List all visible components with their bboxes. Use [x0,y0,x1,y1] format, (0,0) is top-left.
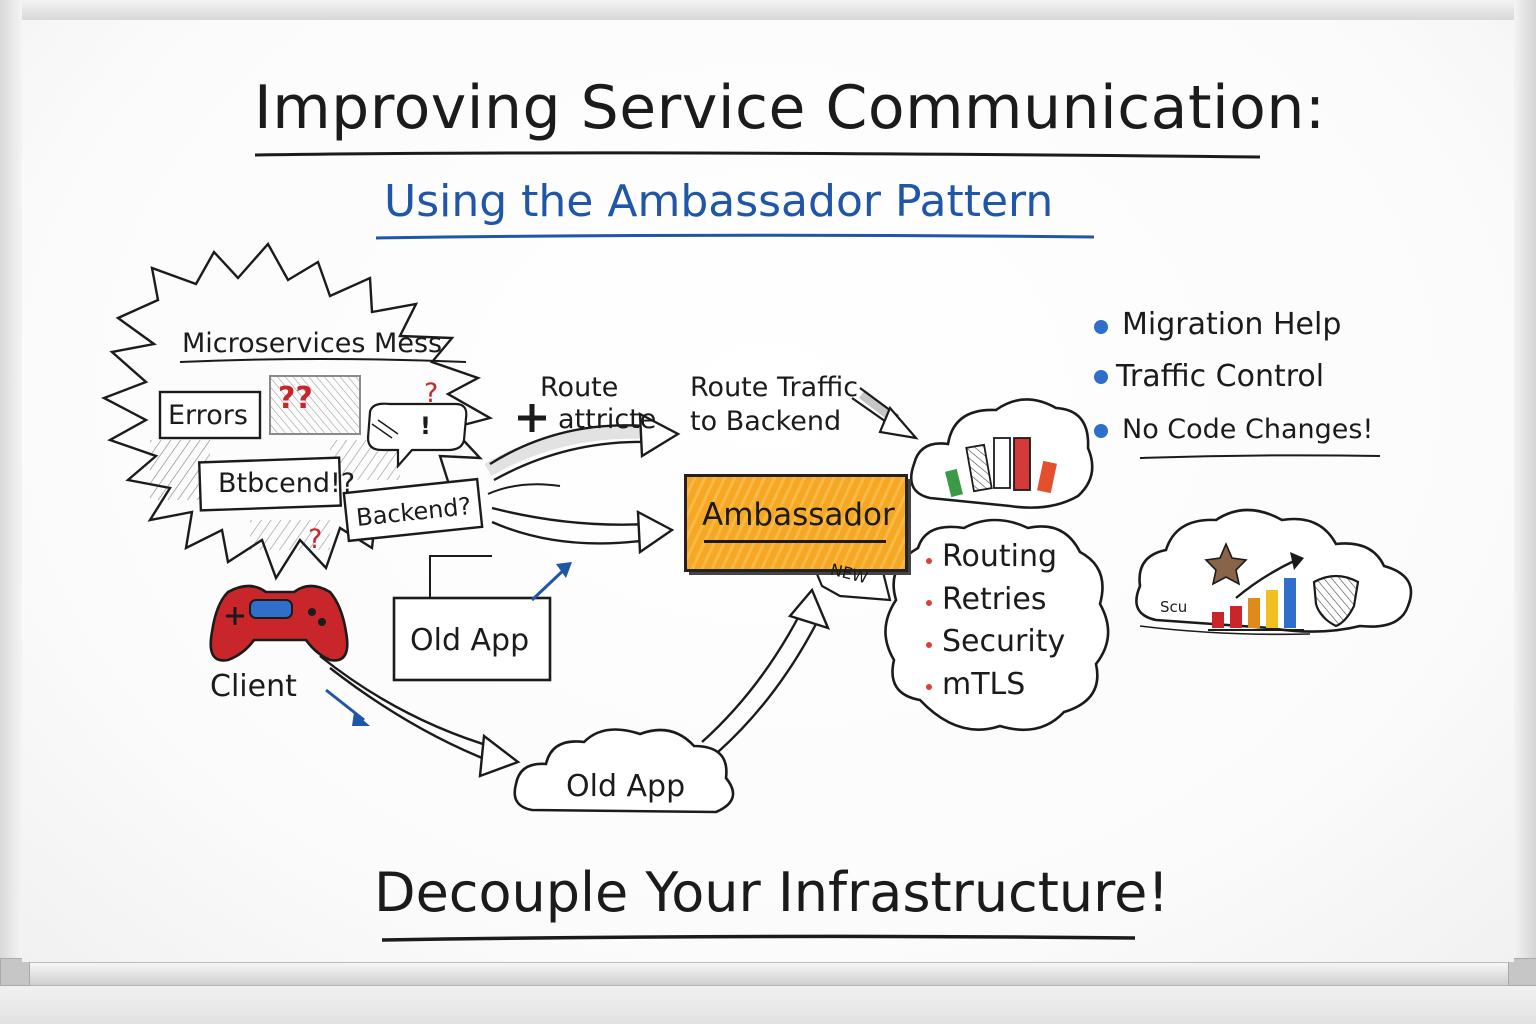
benefit-bullet [1094,370,1108,384]
route-label-line1: Route [540,374,618,401]
benefit-migration: Migration Help [1122,310,1341,340]
gamepad-icon [211,586,348,660]
page-subtitle: Using the Ambassador Pattern [384,180,1053,224]
mess-heading: Microservices Mess [182,330,442,357]
benefit-bullet [1094,424,1108,438]
feature-mtls: mTLS [942,670,1025,700]
page-title: Improving Service Communication: [254,78,1326,138]
old-app-box-label: Old App [410,626,529,656]
route-label-line2: attricte [558,406,656,433]
client-label: Client [210,672,297,702]
feature-retries: Retries [942,585,1046,615]
subtitle-underline [376,235,1094,238]
feature-routing: Routing [942,542,1057,572]
scale-cloud-label: Scu [1160,600,1187,615]
bubble-question: ? [424,380,438,407]
errors-label: Errors [168,402,248,429]
title-underline [255,153,1260,157]
btbcend-label: Btbcend!? [218,470,355,497]
ambassador-underline [704,540,886,543]
question-marks: ?? [278,384,313,414]
benefit-traffic: Traffic Control [1116,362,1324,392]
feature-dot [926,642,932,648]
footer-underline [382,936,1135,940]
old-app-cloud-label: Old App [566,772,685,802]
benefit-bullet [1094,320,1108,334]
feature-dot [926,600,932,606]
route-traffic-line1: Route Traffic [690,374,858,401]
route-traffic-line2: to Backend [690,408,841,435]
footer-slogan: Decouple Your Infrastructure! [374,866,1169,920]
feature-security: Security [942,627,1065,657]
speech-bubble-text: ! [420,414,431,438]
ambassador-label: Ambassador [702,500,895,531]
benefit-no-code: No Code Changes! [1122,416,1373,443]
feature-dot [926,558,932,564]
mess-question: ? [308,526,322,553]
mess-heading-underline [180,359,466,362]
feature-dot [926,684,932,690]
